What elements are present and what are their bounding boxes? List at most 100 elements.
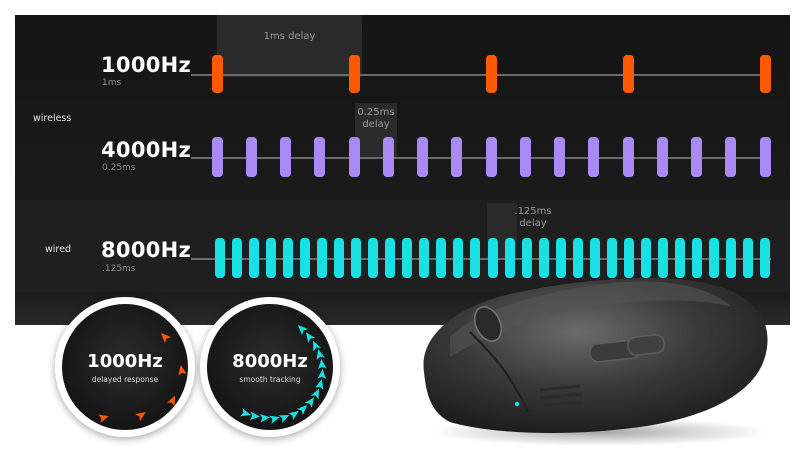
label-1000hz: 1000Hz <box>101 53 192 77</box>
pulse-bar-8000hz <box>215 238 225 278</box>
cursor-arrow-icon <box>313 340 322 352</box>
pulse-bar-4000hz <box>485 137 497 177</box>
pulse-bar-8000hz <box>232 238 243 278</box>
pulse-bar-8000hz <box>283 238 294 278</box>
pulse-bar-8000hz <box>249 238 260 278</box>
delay-label-4000-line2: delay <box>362 119 390 130</box>
pulse-bar-8000hz <box>521 238 532 278</box>
cursor-arrow-icon <box>178 365 187 376</box>
pulse-bar-4000hz <box>417 137 428 177</box>
cursor-arrow-icon <box>288 410 299 421</box>
pulse-bar-8000hz <box>538 238 549 278</box>
cursor-arrow-icon <box>135 411 146 422</box>
scroll-wheel <box>473 306 503 342</box>
cursor-arrow-icon <box>240 408 251 417</box>
cursor-arrow-icon <box>269 415 280 424</box>
label-8000hz: 8000Hz <box>101 238 192 262</box>
cursor-arrow-icon <box>278 415 290 424</box>
sub-4000hz: 0.25ms <box>102 163 136 173</box>
pulse-bar-8000hz <box>555 238 566 278</box>
side-grip-lines <box>539 384 583 408</box>
label-4000hz: 4000Hz <box>101 138 192 162</box>
cursor-arrow-icon <box>305 332 316 343</box>
cursor-arrow-icon <box>298 325 308 335</box>
pulse-bar-4000hz <box>280 137 291 177</box>
circle-8000hz-smooth: 8000Hz smooth tracking <box>200 297 340 437</box>
circle-left-subtitle: delayed response <box>91 375 159 384</box>
pulse-bar-1000hz <box>485 55 497 93</box>
cursor-arrow-icon <box>259 414 271 423</box>
cursor-arrow-icon <box>318 358 327 370</box>
pulse-bar-4000hz <box>245 137 257 177</box>
delay-box-1000 <box>217 15 362 77</box>
pulse-bar-8000hz <box>334 238 345 278</box>
pulse-bar-8000hz <box>351 238 362 278</box>
baseline-4000hz <box>191 157 771 159</box>
pulse-bar-8000hz <box>725 238 736 278</box>
pulse-bar-4000hz <box>382 137 394 177</box>
pulse-bar-8000hz <box>402 238 413 278</box>
baseline-1000hz <box>191 74 771 76</box>
pulse-bar-8000hz <box>266 238 277 278</box>
pulse-bar-8000hz <box>504 238 515 278</box>
cursor-arrow-icon <box>317 368 326 380</box>
gaming-mouse-image <box>423 278 770 446</box>
pulse-bar-8000hz <box>674 238 685 278</box>
side-button-back <box>627 334 665 356</box>
cursor-arrow-icon <box>166 395 175 407</box>
pulse-bar-8000hz <box>742 238 753 278</box>
pulse-bar-4000hz <box>451 137 463 177</box>
pulse-bar-8000hz <box>470 238 481 278</box>
sub-8000hz: .125ms <box>102 264 136 274</box>
pulse-bar-1000hz <box>622 55 634 93</box>
pulse-bar-8000hz <box>453 238 464 278</box>
pulse-bar-8000hz <box>623 238 634 278</box>
pulse-bar-8000hz <box>385 238 396 278</box>
status-led <box>514 401 520 407</box>
delay-label-1000: 1ms delay <box>263 31 316 42</box>
circle-right-title: 8000Hz <box>232 351 308 372</box>
pulse-bar-4000hz <box>519 137 531 177</box>
pulse-bar-8000hz <box>606 238 617 278</box>
pulse-bar-4000hz <box>211 137 223 177</box>
mouse-top-shell <box>450 281 732 357</box>
pulse-bar-4000hz <box>554 137 565 177</box>
mouse-button-split <box>469 331 529 413</box>
pulse-bar-4000hz <box>691 137 702 177</box>
sub-1000hz: 1ms <box>102 78 122 88</box>
pulse-bar-8000hz <box>487 238 498 278</box>
pulse-bar-8000hz <box>300 238 311 278</box>
pulse-bar-8000hz <box>368 238 379 278</box>
cursor-arrow-icon <box>316 349 325 360</box>
cursor-arrow-icon <box>315 379 324 390</box>
pulse-bar-8000hz <box>589 238 600 278</box>
delay-label-4000-line1: 0.25ms <box>357 107 395 118</box>
pulse-bar-4000hz <box>348 137 360 177</box>
cursor-arrow-icon <box>310 388 319 400</box>
pulse-bar-8000hz <box>708 238 719 278</box>
pulse-bar-8000hz <box>419 238 430 278</box>
pulse-bar-1000hz <box>759 55 771 93</box>
pulse-bar-4000hz <box>725 137 737 177</box>
cursor-arrow-icon <box>297 405 307 415</box>
pulse-bar-8000hz <box>436 238 447 278</box>
pulse-bar-8000hz <box>657 238 668 278</box>
delay-label-8000-line2: delay <box>519 218 547 229</box>
wireless-label: wireless <box>33 113 72 124</box>
pulse-bar-8000hz <box>572 238 583 278</box>
cursor-arrow-icon <box>304 397 315 408</box>
pulse-bar-1000hz <box>348 55 360 93</box>
cursor-arrow-icon <box>161 333 171 343</box>
pulse-bar-4000hz <box>314 137 326 177</box>
pulse-bar-8000hz <box>317 238 328 278</box>
pulse-bar-8000hz <box>691 238 702 278</box>
pulse-bar-8000hz <box>640 238 651 278</box>
pulse-bar-8000hz <box>760 238 770 278</box>
cursor-arrow-icon <box>98 414 109 423</box>
circle-left-title: 1000Hz <box>87 351 163 372</box>
pulse-bar-4000hz <box>588 137 600 177</box>
delay-label-8000-line1: .125ms <box>514 206 552 217</box>
baseline-8000hz <box>191 258 771 260</box>
wired-label: wired <box>45 244 71 255</box>
pulse-bar-4000hz <box>759 137 771 177</box>
